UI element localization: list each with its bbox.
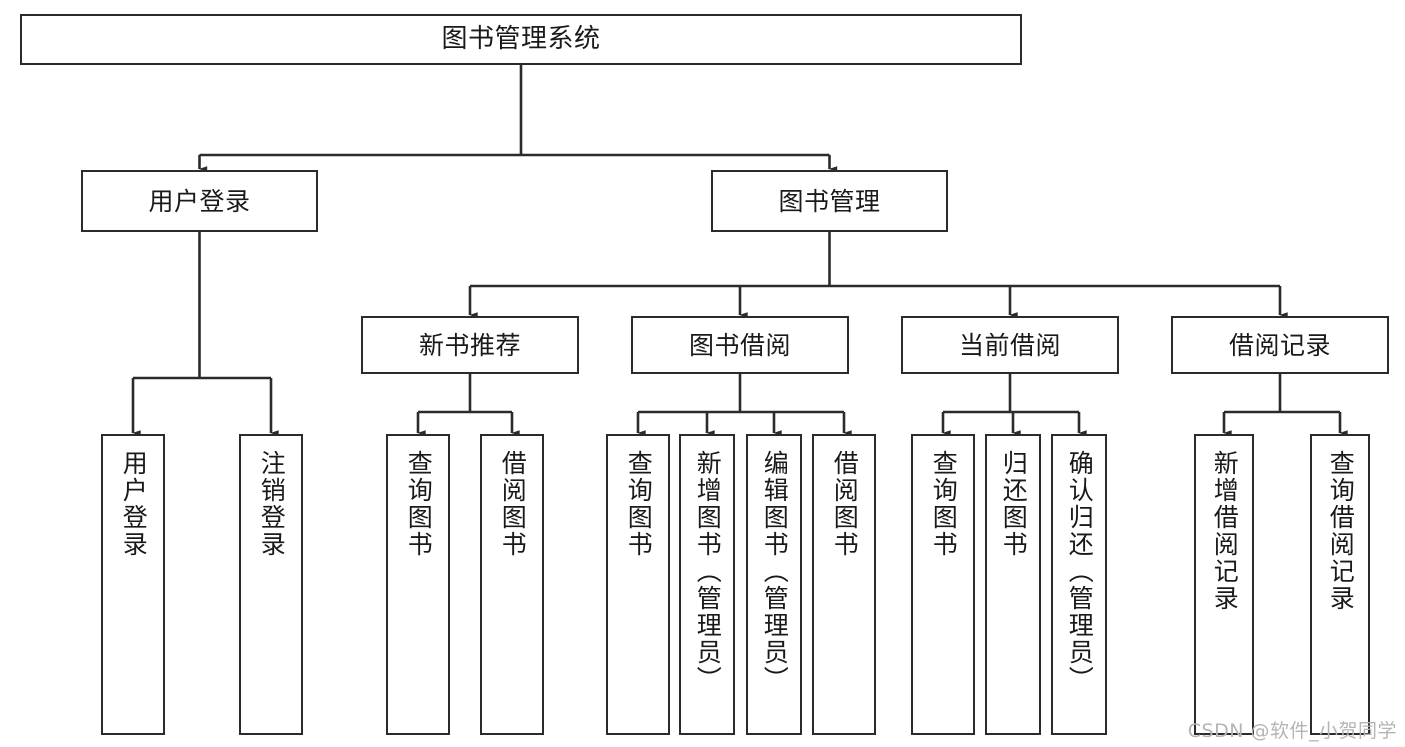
- node-label: 查询借阅记录: [1326, 450, 1356, 612]
- node-label: 查询图书: [929, 450, 959, 558]
- node-leaf-new-2[interactable]: 借阅图书: [480, 434, 544, 735]
- node-leaf-cur-1[interactable]: 查询图书: [911, 434, 975, 735]
- node-leaf-bor-1[interactable]: 查询图书: [606, 434, 670, 735]
- node-label: 新增借阅记录: [1210, 450, 1240, 612]
- node-label: 查询图书: [404, 450, 434, 558]
- node-label: 归还图书: [999, 450, 1029, 558]
- node-label: 新书推荐: [418, 330, 521, 360]
- node-leaf-login-1[interactable]: 用户登录: [101, 434, 165, 735]
- node-leaf-rec-1[interactable]: 新增借阅记录: [1194, 434, 1254, 735]
- node-leaf-bor-4[interactable]: 借阅图书: [812, 434, 876, 735]
- node-borrow[interactable]: 图书借阅: [631, 316, 849, 374]
- node-label: 确认归还（管理员）: [1065, 450, 1095, 693]
- node-label: 查询图书: [624, 450, 654, 558]
- node-leaf-cur-2[interactable]: 归还图书: [985, 434, 1041, 735]
- node-leaf-rec-2[interactable]: 查询借阅记录: [1310, 434, 1370, 735]
- node-label: 用户登录: [119, 450, 149, 558]
- node-label: 图书管理系统: [441, 24, 601, 55]
- node-current[interactable]: 当前借阅: [901, 316, 1119, 374]
- node-label: 借阅记录: [1228, 330, 1331, 360]
- node-leaf-cur-3[interactable]: 确认归还（管理员）: [1051, 434, 1107, 735]
- node-label: 编辑图书（管理员）: [760, 450, 790, 693]
- node-label: 当前借阅: [958, 330, 1061, 360]
- node-login[interactable]: 用户登录: [81, 170, 318, 232]
- node-records[interactable]: 借阅记录: [1171, 316, 1389, 374]
- csdn-watermark: CSDN @软件_小贺同学: [1187, 720, 1397, 742]
- node-label: 借阅图书: [830, 450, 860, 558]
- node-leaf-bor-2[interactable]: 新增图书（管理员）: [679, 434, 735, 735]
- node-leaf-bor-3[interactable]: 编辑图书（管理员）: [746, 434, 802, 735]
- node-label: 借阅图书: [498, 450, 528, 558]
- node-label: 新增图书（管理员）: [693, 450, 723, 693]
- node-leaf-new-1[interactable]: 查询图书: [386, 434, 450, 735]
- node-root[interactable]: 图书管理系统: [20, 14, 1022, 65]
- node-label: 图书借阅: [688, 330, 791, 360]
- node-label: 用户登录: [148, 186, 251, 216]
- node-bookmgmt[interactable]: 图书管理: [711, 170, 948, 232]
- node-leaf-login-2[interactable]: 注销登录: [239, 434, 303, 735]
- node-label: 图书管理: [778, 186, 881, 216]
- node-label: 注销登录: [257, 450, 287, 558]
- node-newbook[interactable]: 新书推荐: [361, 316, 579, 374]
